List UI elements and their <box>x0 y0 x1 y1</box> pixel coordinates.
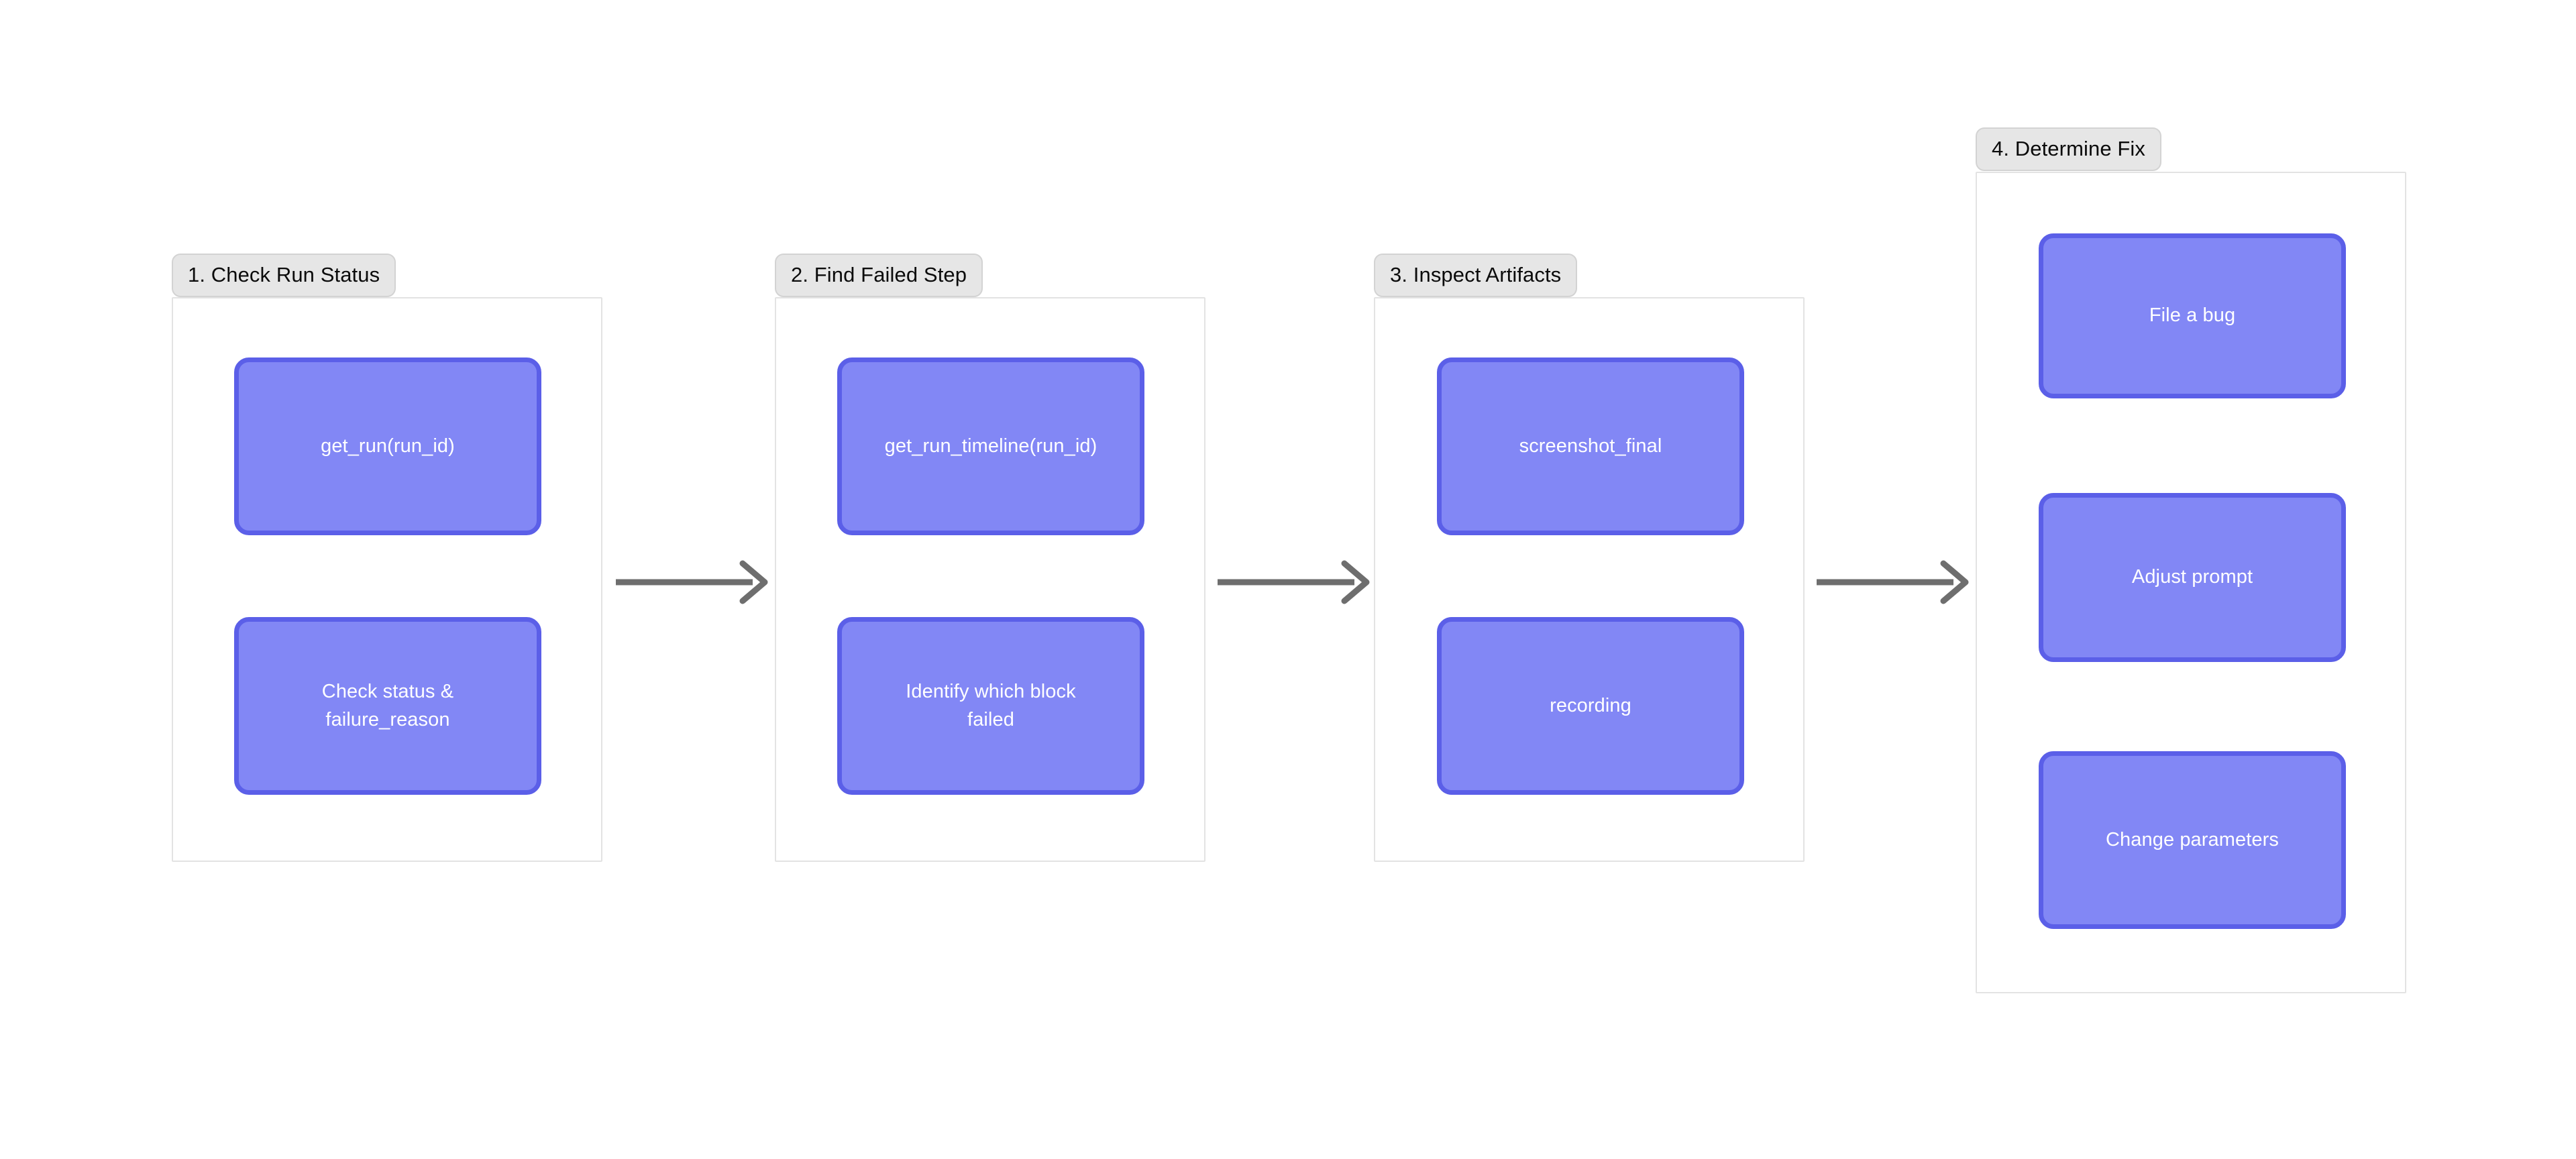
node-file-a-bug[interactable]: File a bug <box>2039 233 2346 398</box>
node-check-status[interactable]: Check status & failure_reason <box>234 617 541 795</box>
arrow-group3-to-group4 <box>1815 558 1970 606</box>
node-identify-block[interactable]: Identify which block failed <box>837 617 1144 795</box>
node-label: get_run_timeline(run_id) <box>884 435 1097 457</box>
arrow-group1-to-group2 <box>614 558 769 606</box>
node-get-run[interactable]: get_run(run_id) <box>234 357 541 535</box>
node-label: screenshot_final <box>1519 435 1662 457</box>
node-screenshot-final[interactable]: screenshot_final <box>1437 357 1744 535</box>
node-label: File a bug <box>2149 305 2236 327</box>
node-adjust-prompt[interactable]: Adjust prompt <box>2039 493 2346 662</box>
node-recording[interactable]: recording <box>1437 617 1744 795</box>
node-label: Change parameters <box>2105 828 2279 850</box>
node-label: Adjust prompt <box>2131 566 2253 588</box>
group-title-1: 1. Check Run Status <box>172 254 396 297</box>
group-title-2: 2. Find Failed Step <box>775 254 983 297</box>
group-title-3: 3. Inspect Artifacts <box>1374 254 1578 297</box>
arrow-group2-to-group3 <box>1216 558 1371 606</box>
node-label: recording <box>1550 694 1631 716</box>
node-label: Check status & failure_reason <box>321 681 454 730</box>
node-get-run-timeline[interactable]: get_run_timeline(run_id) <box>837 357 1144 535</box>
node-label: Identify which block failed <box>906 681 1076 730</box>
group-title-4: 4. Determine Fix <box>1976 127 2161 171</box>
node-label: get_run(run_id) <box>321 435 455 457</box>
node-change-parameters[interactable]: Change parameters <box>2039 751 2346 929</box>
